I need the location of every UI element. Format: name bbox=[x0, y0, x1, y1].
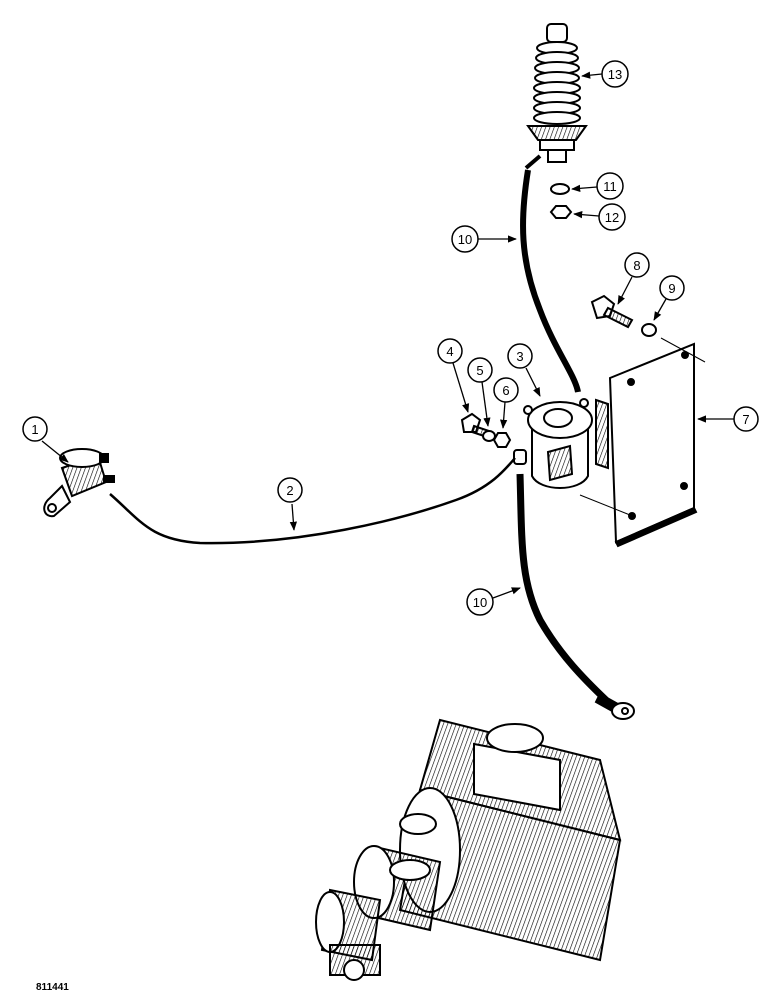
callout-2: 2 bbox=[277, 477, 303, 503]
callout-12: 12 bbox=[598, 203, 626, 231]
bolt-icon bbox=[590, 294, 634, 329]
nut-6-icon bbox=[492, 432, 512, 448]
callout-11: 11 bbox=[596, 172, 624, 200]
mounting-plate-icon bbox=[608, 342, 698, 548]
callout-13: 13 bbox=[601, 60, 629, 88]
lower-cable bbox=[516, 473, 609, 703]
svg-text:10: 10 bbox=[458, 232, 472, 247]
solenoid-icon bbox=[513, 398, 609, 489]
upper-cable bbox=[520, 169, 581, 393]
callout-1: 1 bbox=[22, 416, 48, 442]
cable-terminal-icon bbox=[594, 692, 635, 720]
control-wire bbox=[109, 457, 516, 545]
washer-5-icon bbox=[482, 430, 496, 442]
callout-5: 5 bbox=[467, 357, 493, 383]
ignition-coil-icon bbox=[526, 23, 588, 163]
svg-text:7: 7 bbox=[742, 412, 749, 427]
svg-text:5: 5 bbox=[476, 363, 483, 378]
callout-8: 8 bbox=[624, 252, 650, 278]
svg-text:3: 3 bbox=[516, 349, 523, 364]
callout-10-upper: 10 bbox=[451, 225, 479, 253]
svg-text:4: 4 bbox=[446, 344, 453, 359]
svg-text:8: 8 bbox=[633, 258, 640, 273]
figure-number: 811441 bbox=[36, 982, 69, 993]
svg-text:12: 12 bbox=[605, 210, 619, 225]
lock-washer-icon bbox=[641, 323, 657, 337]
key-switch-icon bbox=[43, 448, 115, 518]
washer-icon bbox=[550, 183, 570, 195]
starter-motor-icon bbox=[315, 718, 622, 981]
svg-text:2: 2 bbox=[286, 483, 293, 498]
callout-9: 9 bbox=[659, 275, 685, 301]
svg-text:1: 1 bbox=[31, 422, 38, 437]
callout-6: 6 bbox=[493, 377, 519, 403]
callout-4: 4 bbox=[437, 338, 463, 364]
svg-text:10: 10 bbox=[473, 595, 487, 610]
svg-text:13: 13 bbox=[608, 67, 622, 82]
nut-icon bbox=[549, 205, 573, 219]
callout-10-lower: 10 bbox=[466, 588, 494, 616]
svg-text:11: 11 bbox=[603, 179, 617, 194]
callout-7: 7 bbox=[733, 406, 759, 432]
callout-3: 3 bbox=[507, 343, 533, 369]
svg-text:9: 9 bbox=[668, 281, 675, 296]
svg-text:6: 6 bbox=[502, 383, 509, 398]
